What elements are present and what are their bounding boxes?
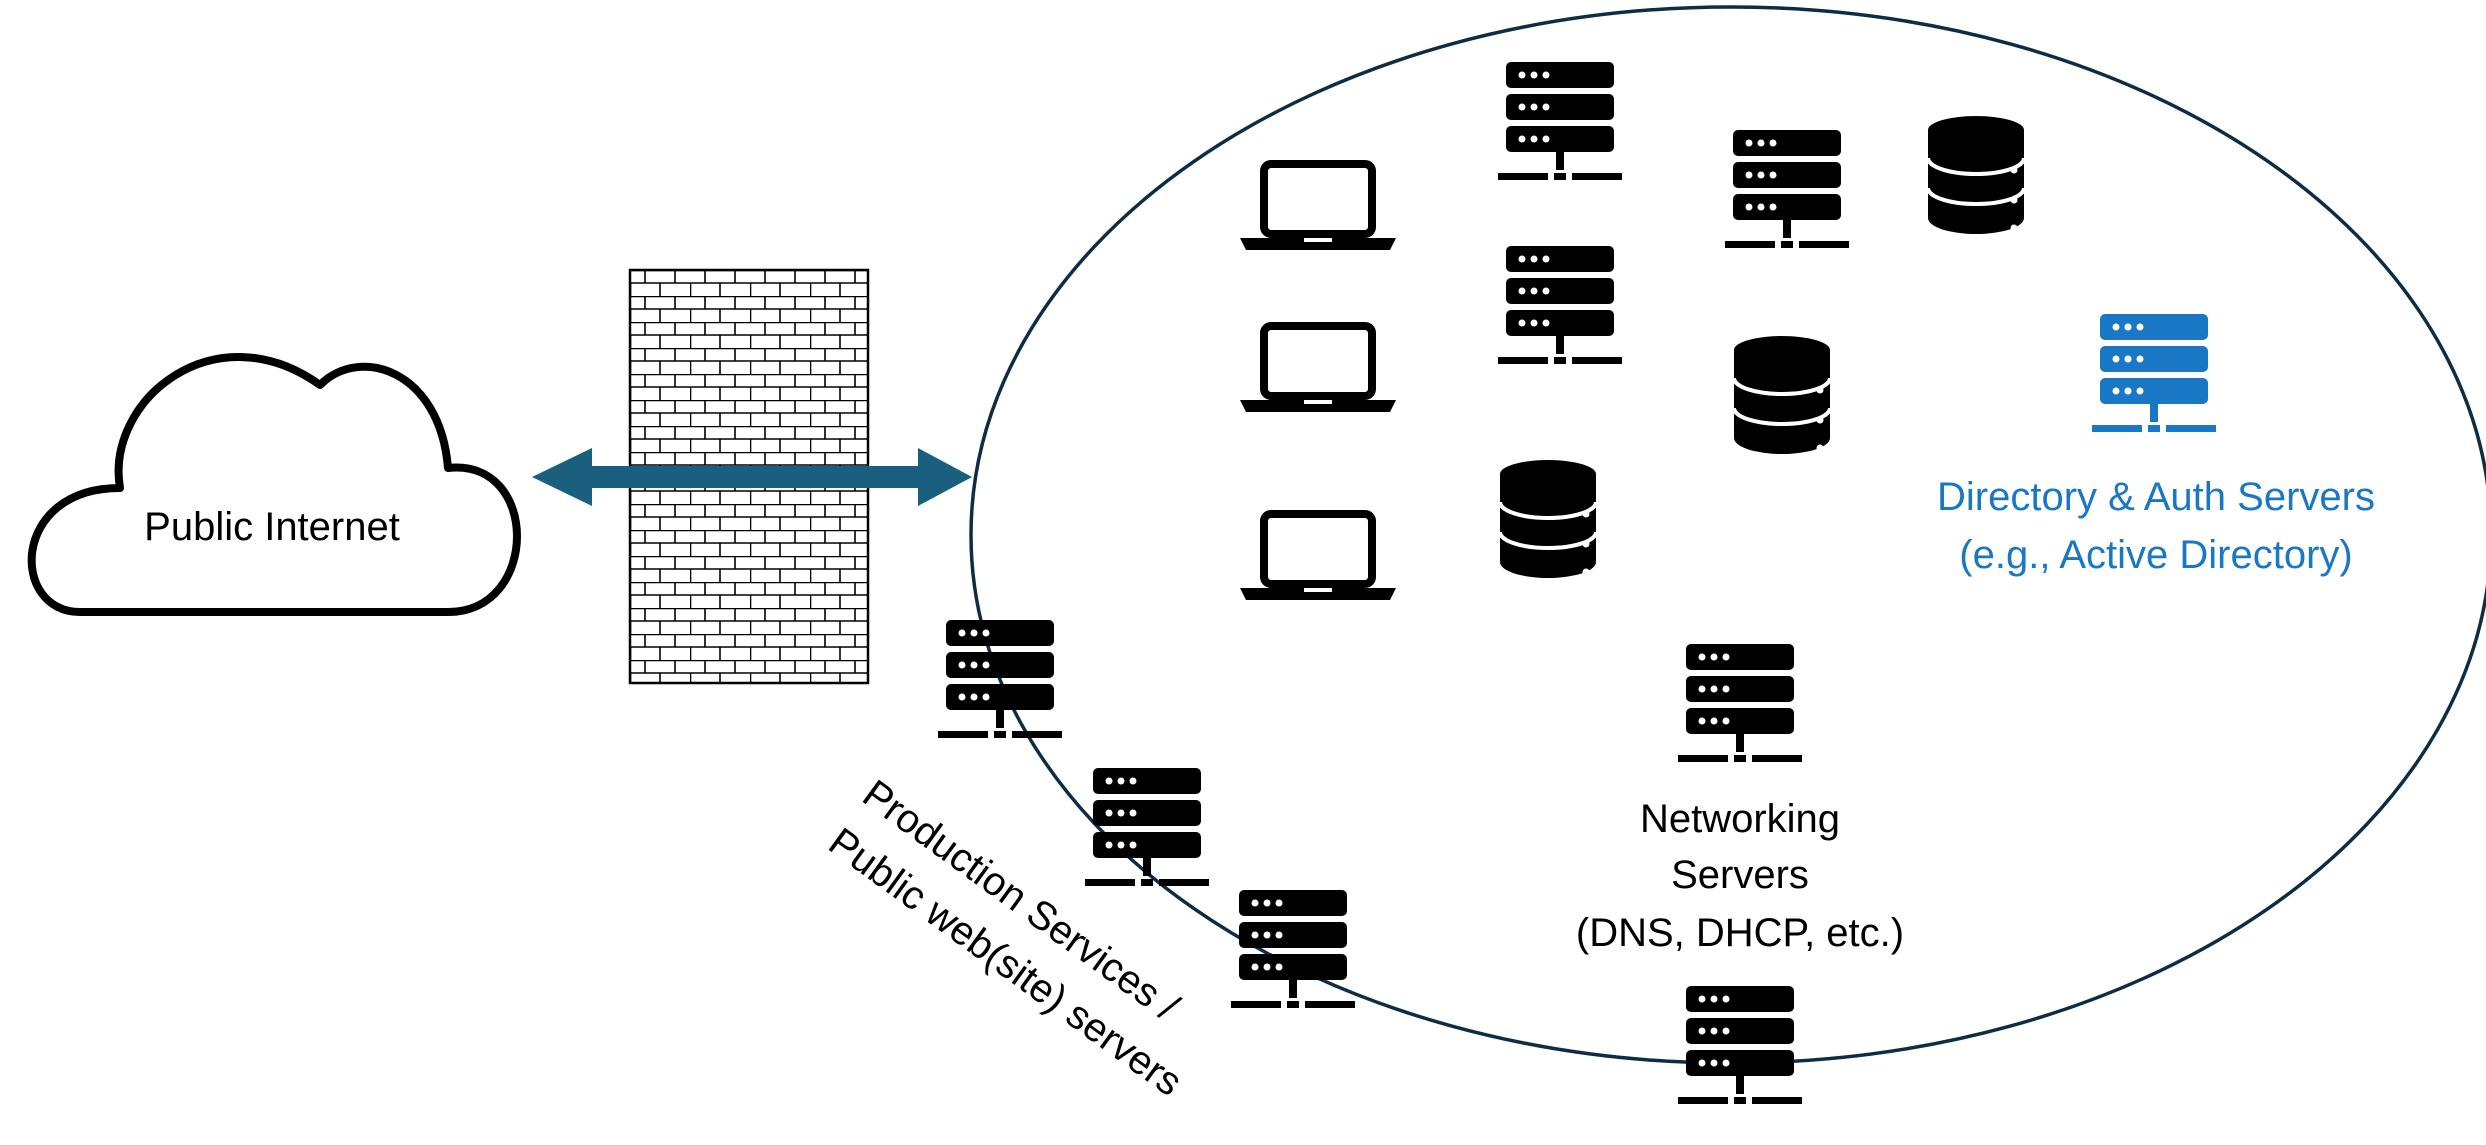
database-icon — [1732, 334, 1832, 456]
double-arrow-icon — [532, 448, 972, 506]
internet-label: Public Internet — [144, 505, 400, 549]
cloud-icon — [27, 353, 521, 616]
networking-label-line2: Servers — [1671, 853, 1809, 897]
laptop-icon — [1240, 164, 1396, 250]
server-rack-icon — [1725, 130, 1849, 248]
directory-label-line1: Directory & Auth Servers — [1937, 475, 2375, 519]
server-rack-icon — [1678, 644, 1802, 762]
directory-label-line2: (e.g., Active Directory) — [1959, 533, 2352, 577]
server-rack-icon — [1085, 768, 1209, 886]
server-rack-icon — [1231, 890, 1355, 1008]
server-rack-icon — [1498, 62, 1622, 180]
server-rack-icon — [1678, 986, 1802, 1104]
networking-label-line1: Networking — [1640, 797, 1840, 841]
database-icon — [1498, 458, 1598, 580]
laptop-icon — [1240, 514, 1396, 600]
directory-server-icon — [2092, 314, 2216, 432]
laptop-icon — [1240, 326, 1396, 412]
networking-label-line3: (DNS, DHCP, etc.) — [1576, 911, 1904, 955]
server-rack-icon — [1498, 246, 1622, 364]
database-icon — [1926, 114, 2026, 236]
